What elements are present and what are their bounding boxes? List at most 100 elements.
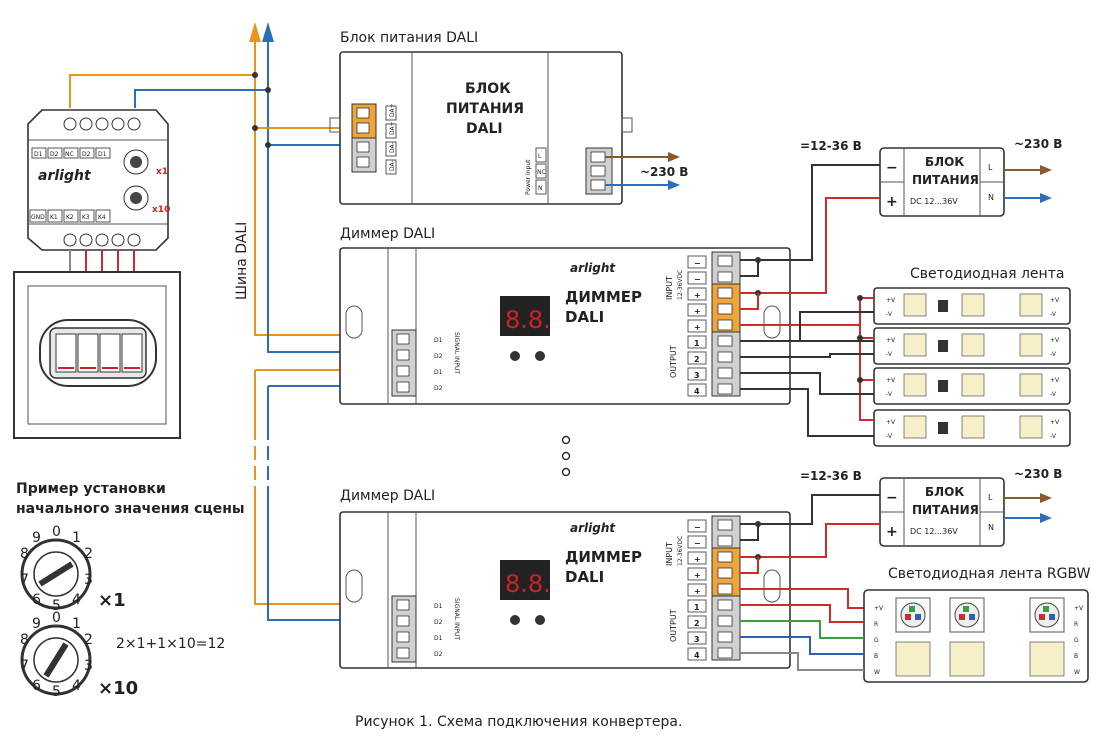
input-label-1: INPUT xyxy=(665,276,674,300)
in-plus-2c: + xyxy=(694,587,701,596)
strip2-mv-r: -V xyxy=(1050,351,1057,358)
strip4-mv: -V xyxy=(886,433,893,440)
psu1-plus: + xyxy=(886,194,898,210)
power-n: N xyxy=(538,185,543,192)
d2-sig-4: D2 xyxy=(434,651,443,658)
dimmer-1-title: Диммер DALI xyxy=(340,226,435,242)
strip3-pv: +V xyxy=(886,377,896,384)
in-plus-2b: + xyxy=(694,571,701,580)
power-input-label: Power input xyxy=(525,159,532,195)
psu-dali-body-1: БЛОК xyxy=(465,81,511,97)
dimmer-1-brand: arlight xyxy=(570,261,616,275)
in-plus-2a: + xyxy=(694,555,701,564)
pt-d2b: D2 xyxy=(82,151,91,158)
dimmer-1-body-1: ДИММЕР xyxy=(565,288,642,306)
d1-6: 6 xyxy=(32,592,41,608)
strip3-pv-r: +V xyxy=(1050,377,1060,384)
d1-sig-1: D1 xyxy=(434,337,443,344)
dial-2: 0 1 2 3 4 5 6 7 8 9 ×10 xyxy=(20,610,138,700)
bus-label: Шина DALI xyxy=(234,222,250,300)
dc-range-2: =12-36 В xyxy=(800,469,862,483)
dimmer-2-body-2: DALI xyxy=(565,568,604,586)
strip-4: +V -V +V -V xyxy=(873,409,1071,447)
dial1-mult: ×1 xyxy=(98,590,126,611)
psu1-n: N xyxy=(988,193,994,202)
da-label-1: DA+ xyxy=(389,103,396,117)
signal-input-1: SIGNAL INPUT xyxy=(453,332,460,374)
psu-dali-title: Блок питания DALI xyxy=(340,30,478,46)
led-strip-rgbw: Светодиодная лента RGBW +V R G B W +V R … xyxy=(740,566,1091,683)
panel-x10: x10 xyxy=(152,205,170,215)
in-plus-1a: + xyxy=(694,291,701,300)
dimmer-2-body-1: ДИММЕР xyxy=(565,548,642,566)
d1-4: 4 xyxy=(72,592,81,608)
psu2-plus: + xyxy=(886,524,898,540)
pb-k1: K1 xyxy=(50,214,58,221)
strip-1: +V -V +V -V xyxy=(873,287,1071,325)
panel-brand: arlight xyxy=(38,168,92,184)
d1-sig-3: D1 xyxy=(434,603,443,610)
strip1-mv-r: -V xyxy=(1050,311,1057,318)
led-strips-mono: Светодиодная лента +V -V +V -V +V -V +V … xyxy=(740,266,1071,447)
power-nc: NC xyxy=(537,169,546,176)
pb-k3: K3 xyxy=(82,214,90,221)
d2-1: 1 xyxy=(72,616,81,632)
out-1-1: 1 xyxy=(694,339,700,348)
psu1-ac: ~230 В xyxy=(1014,137,1062,151)
psu-dali-ac: ~230 В xyxy=(640,165,688,179)
out-2-1: 2 xyxy=(694,355,700,364)
psu-small-2: =12-36 В − + БЛОК ПИТАНИЯ DC 12...36V L … xyxy=(740,467,1062,609)
pt-nc: NC xyxy=(65,151,74,158)
pb-k4: K4 xyxy=(98,214,106,221)
psu2-l: L xyxy=(988,493,993,502)
rgbw-r: R xyxy=(874,621,878,628)
psu-dali-da-labels: DA+ DA+ DA- DA- xyxy=(385,103,397,175)
pb-k2: K2 xyxy=(66,214,74,221)
pb-gnd: GND xyxy=(31,214,45,221)
in-minus-1a: − xyxy=(694,259,701,268)
d2-3: 3 xyxy=(84,658,93,674)
d2-7: 7 xyxy=(20,658,29,674)
strip4-mv-r: -V xyxy=(1050,433,1057,440)
continuation-dots xyxy=(561,435,571,477)
out-4-1: 4 xyxy=(694,387,700,396)
wall-switch xyxy=(13,271,181,439)
strip3-mv-r: -V xyxy=(1050,391,1057,398)
control-panel: D1 D2 NC D2 D1 arlight x1 x10 GND K1 K2 … xyxy=(27,109,170,272)
strip1-pv-r: +V xyxy=(1050,297,1060,304)
d1-7: 7 xyxy=(20,572,29,588)
d2-sig-2: D2 xyxy=(434,385,443,392)
d2-6: 6 xyxy=(32,678,41,694)
rgbw-w-r: W xyxy=(1074,669,1080,676)
d2-9: 9 xyxy=(32,616,41,632)
psu-small-1: =12-36 В − + БЛОК ПИТАНИЯ DC 12...36V L … xyxy=(740,137,1062,326)
output-label-2: OUTPUT xyxy=(669,609,678,642)
d1-3: 3 xyxy=(84,572,93,588)
output-label-1: OUTPUT xyxy=(669,345,678,378)
input-label-2: INPUT xyxy=(665,542,674,566)
psu1-body-2: ПИТАНИЯ xyxy=(912,173,979,187)
formula: 2×1+1×10=12 xyxy=(116,636,225,652)
psu1-l: L xyxy=(988,163,993,172)
strip4-pv-r: +V xyxy=(1050,419,1060,426)
in-minus-2b: − xyxy=(694,539,701,548)
scene-example: Пример установки начального значения сце… xyxy=(16,481,245,700)
d2-5: 5 xyxy=(52,684,61,700)
scene-heading-2: начального значения сцены xyxy=(16,501,245,517)
d1-1: 1 xyxy=(72,530,81,546)
psu2-dc: DC 12...36V xyxy=(910,527,958,536)
psu1-dc: DC 12...36V xyxy=(910,197,958,206)
scene-heading-1: Пример установки xyxy=(16,481,166,497)
rgbw-b-r: B xyxy=(1074,653,1078,660)
signal-input-2: SIGNAL INPUT xyxy=(453,598,460,640)
psu-dali-body-3: DALI xyxy=(466,121,503,137)
dimmer-1-body-2: DALI xyxy=(565,308,604,326)
da-label-3: DA- xyxy=(389,142,396,153)
strip2-pv: +V xyxy=(886,337,896,344)
strip4-pv: +V xyxy=(886,419,896,426)
dimmer-1: Диммер DALI arlight ДИММЕР DALI 8.8. D1 … xyxy=(339,226,791,405)
rgbw-pv: +V xyxy=(874,605,884,612)
d1-8: 8 xyxy=(20,546,29,562)
da-label-4: DA- xyxy=(389,160,396,171)
